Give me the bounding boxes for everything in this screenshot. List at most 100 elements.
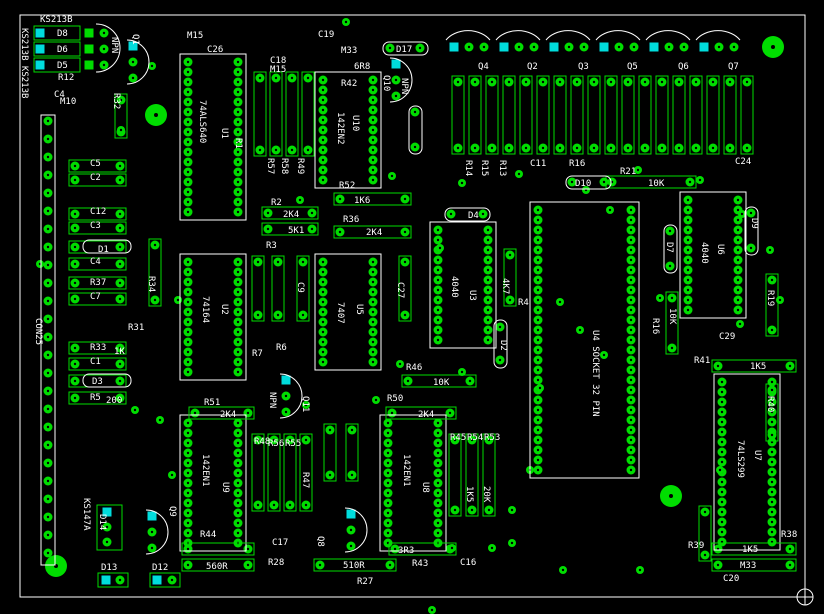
label-r13: R13	[497, 160, 507, 176]
resistor-r6	[271, 255, 285, 322]
label-d4: D4	[468, 211, 479, 221]
label-r52: R52	[339, 181, 355, 191]
left-part	[68, 221, 127, 235]
resistor-column	[468, 75, 482, 155]
label-r21: R21	[620, 167, 636, 177]
label-d10: D10	[575, 179, 591, 189]
label-c26: C26	[207, 45, 223, 55]
ic-u3	[429, 221, 497, 349]
label-r58: R58	[279, 158, 289, 174]
resistor-r19	[765, 273, 779, 337]
label-q11: Q11	[300, 396, 310, 412]
resistor-bank	[269, 71, 283, 157]
label-74164: 74164	[200, 296, 210, 323]
resistor-column	[638, 75, 652, 155]
label-r7: R7	[252, 349, 263, 359]
led-d12	[149, 572, 181, 588]
connector-con25	[40, 114, 56, 566]
diode-d10	[565, 175, 612, 190]
ic-u1	[179, 53, 247, 221]
label-r51: R51	[204, 398, 220, 408]
capacitor-c27	[398, 255, 412, 322]
label-q8: Q8	[315, 536, 325, 547]
label-m10: M10	[60, 97, 76, 107]
resistor-5k6	[323, 423, 337, 482]
label-r54: R54	[467, 433, 483, 443]
label-c2: C2	[90, 173, 101, 183]
resistor-r39	[698, 505, 712, 562]
led-d13	[97, 572, 129, 588]
resistor-column	[723, 75, 737, 155]
transistor-pnp	[645, 30, 691, 41]
label-r55: R55	[285, 439, 301, 449]
diode-d11	[408, 105, 423, 155]
label-2k4d: 2K4	[418, 410, 434, 420]
label-u5: U5	[354, 304, 364, 315]
led-digit	[33, 57, 81, 73]
label-r28: R28	[268, 558, 284, 568]
resistor-column	[451, 75, 465, 155]
label-c4a: C4	[54, 90, 65, 100]
label-1k5c: 1K5	[742, 545, 758, 555]
square-pad	[449, 42, 459, 52]
label-r47: R47	[300, 472, 310, 488]
label-npn-q10: NPN	[399, 78, 409, 94]
label-m33b: M33	[740, 561, 756, 571]
label-142en1b: 142EN1	[401, 454, 411, 487]
resistor-r16	[665, 291, 679, 355]
label-1k: 1K	[114, 347, 125, 357]
resistor-bank	[301, 71, 315, 157]
mounting-holes	[45, 36, 784, 577]
label-d8: D8	[57, 29, 68, 39]
resistor-r36	[333, 225, 412, 239]
label-r33: R33	[90, 343, 106, 353]
label-r53: R53	[484, 433, 500, 443]
label-142en2: 142EN2	[335, 112, 345, 145]
label-r38: R38	[781, 530, 797, 540]
resistor-column	[604, 75, 618, 155]
label-q9: Q9	[167, 506, 177, 517]
ic-u4-socket	[529, 201, 640, 479]
label-npn-q11: NPN	[267, 392, 277, 408]
resistor-bank2	[267, 433, 281, 512]
label-d7: D7	[664, 242, 674, 253]
left-part	[68, 341, 127, 355]
square-pad	[499, 42, 509, 52]
pads-layer	[35, 18, 795, 614]
square-pad	[649, 42, 659, 52]
label-d2: D2	[498, 340, 508, 351]
square-pad	[101, 575, 111, 585]
resistor-r41	[711, 359, 797, 373]
resistor-r34	[148, 238, 162, 307]
label-r16b: R16	[650, 318, 660, 334]
transistor-pnp	[545, 30, 591, 41]
label-c18: C18	[270, 56, 286, 66]
resistor-column	[740, 75, 754, 155]
label-1k5b: 1K5	[750, 362, 766, 372]
diode-d17	[382, 41, 429, 56]
label-u9: U9	[220, 482, 230, 493]
label-r27: R27	[357, 577, 373, 587]
square-pad	[128, 41, 138, 51]
resistor-r21	[605, 175, 697, 189]
diode-d1-outline	[82, 239, 132, 254]
diode-d4	[444, 207, 491, 222]
resistor-r5	[68, 391, 127, 405]
label-r31: R31	[128, 323, 144, 333]
label-npn-q1: NPN	[109, 37, 119, 53]
label-r2: R2	[271, 198, 282, 208]
label-c4: C4	[90, 257, 101, 267]
label-r3: R3	[266, 241, 277, 251]
label-r45: R45	[450, 433, 466, 443]
label-d6: D6	[57, 45, 68, 55]
label-1k6: 1K6	[354, 196, 370, 206]
square-pad	[35, 60, 45, 70]
led-digit	[33, 25, 81, 41]
label-c11: C11	[530, 159, 546, 169]
resistor-bank2	[299, 433, 313, 512]
ic-u7	[713, 373, 781, 551]
ic-u8	[379, 414, 447, 552]
resistor-column	[672, 75, 686, 155]
label-5k1a: 5K1	[288, 226, 304, 236]
square-pad	[84, 28, 94, 38]
